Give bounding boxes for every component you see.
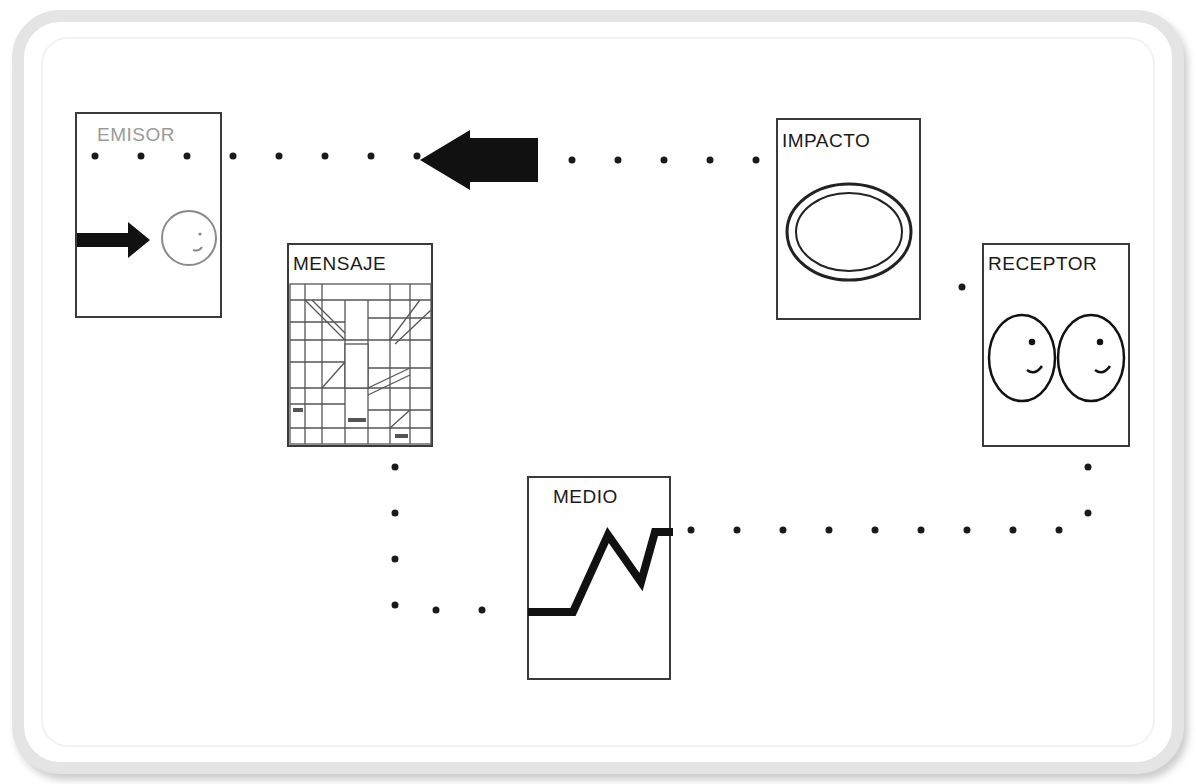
connector-span <box>222 160 420 161</box>
dotted-line <box>671 447 1088 530</box>
dotted-connector <box>921 287 982 288</box>
dotted-line <box>538 157 776 164</box>
dotted-connector <box>671 447 1088 530</box>
process-box: RECEPTOR <box>982 243 1130 447</box>
dotted-line <box>921 284 982 291</box>
dotted-line <box>395 447 527 610</box>
box-label: MEDIO <box>553 486 618 508</box>
dotted-connector <box>395 447 527 610</box>
process-box: IMPACTO <box>776 118 921 320</box>
process-box: EMISOR <box>75 112 222 318</box>
process-box: MENSAJE <box>287 243 433 447</box>
arrow-head <box>420 130 538 190</box>
box-label: IMPACTO <box>782 130 870 152</box>
process-box: MEDIO <box>527 476 671 680</box>
box-label: EMISOR <box>97 124 175 146</box>
box-label: MENSAJE <box>293 253 386 275</box>
box-label: RECEPTOR <box>988 253 1097 275</box>
dotted-connector <box>222 130 776 190</box>
